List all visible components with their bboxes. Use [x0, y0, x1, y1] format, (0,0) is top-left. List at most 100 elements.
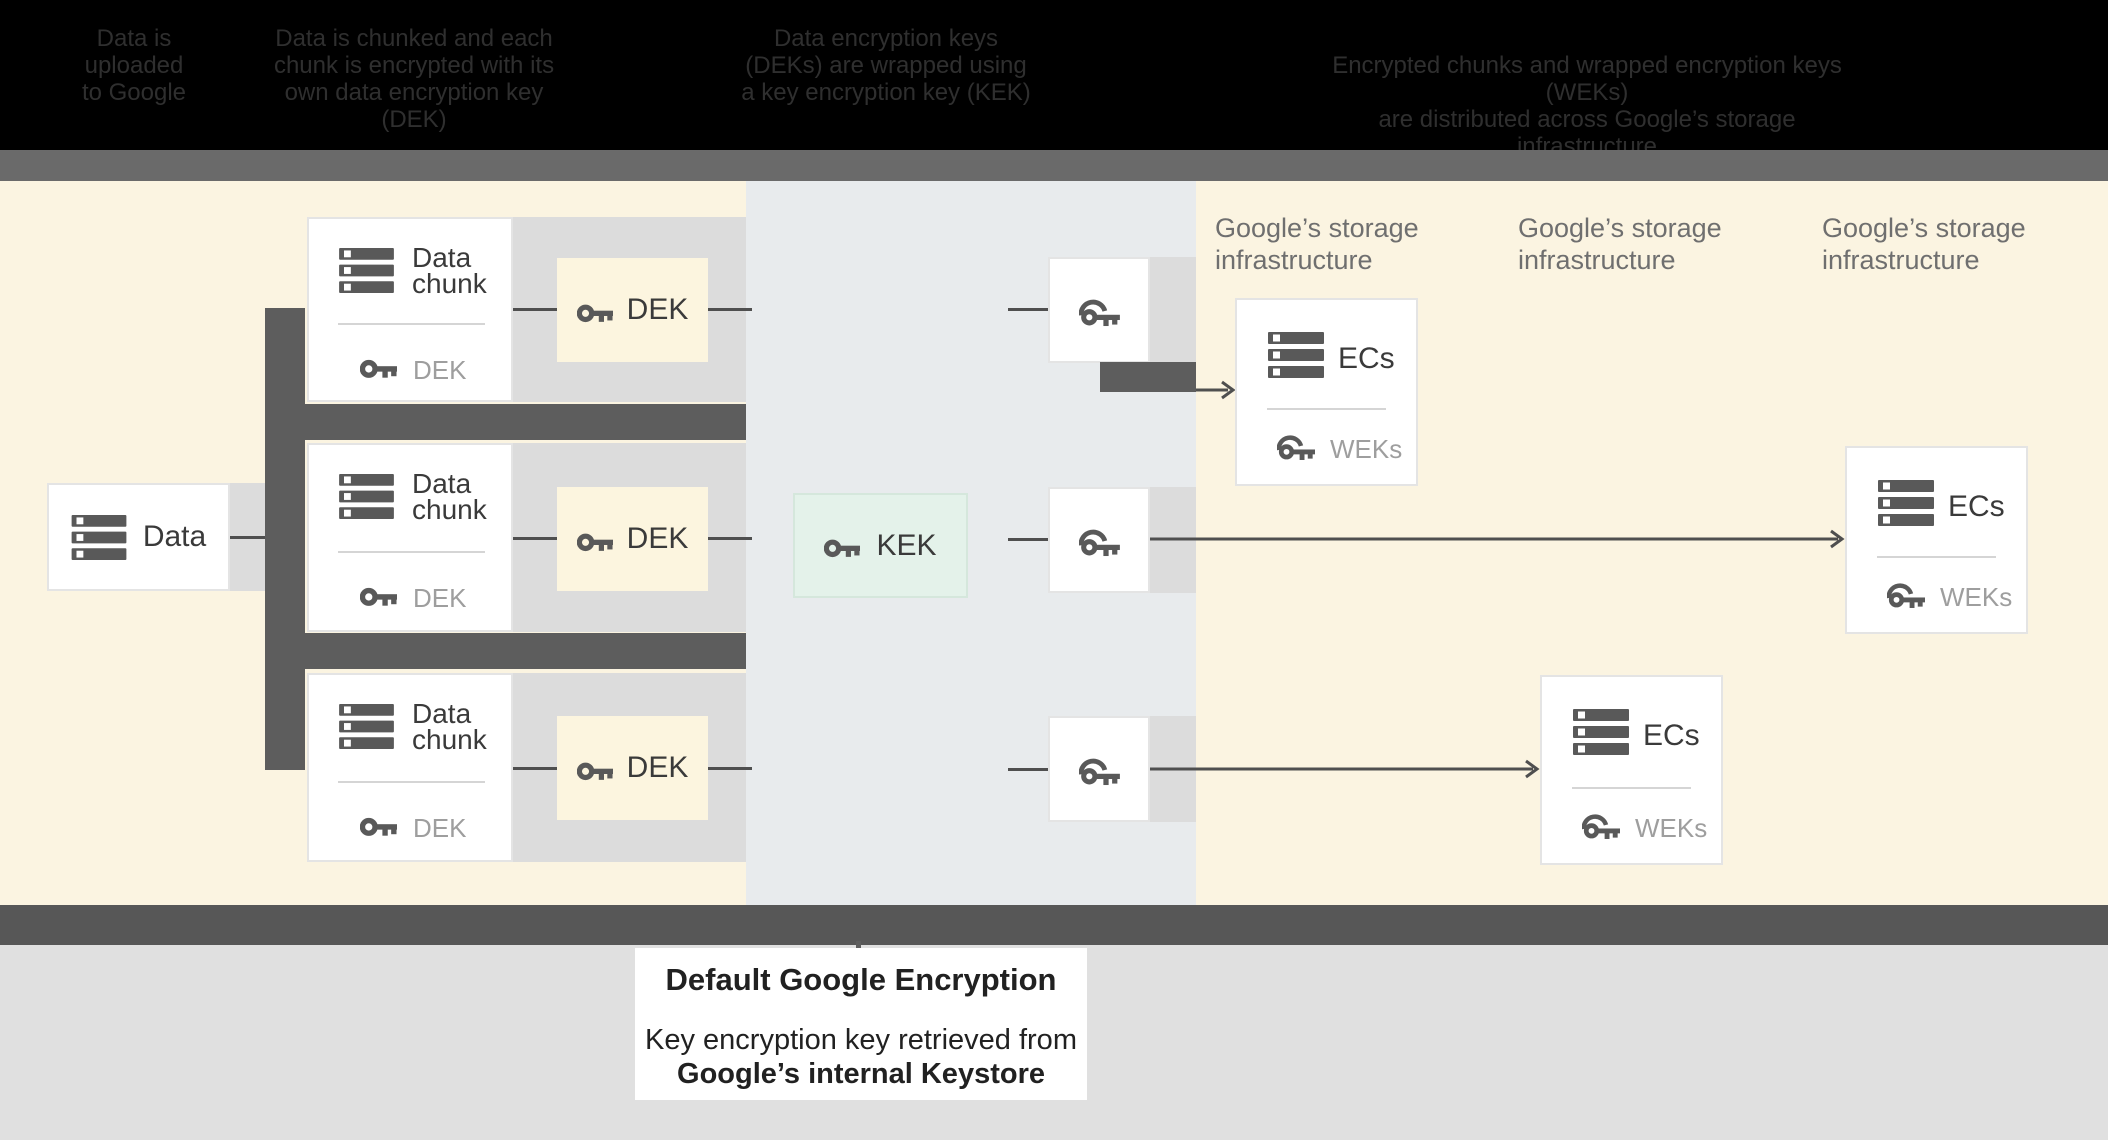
header-step-2-line2: chunk is encrypted with its	[273, 52, 555, 79]
chunk-divider	[338, 781, 485, 783]
split-spine-bar	[265, 308, 305, 770]
wrap-in-line-3	[1008, 768, 1048, 771]
wrapped-key-box-3	[1048, 716, 1150, 822]
ecs-title: ECs	[1643, 719, 1700, 752]
data-connector-line	[230, 536, 265, 539]
header-banner: Data is uploaded to Google Data is chunk…	[0, 0, 2108, 160]
chunk-title-line1: Data	[412, 242, 472, 273]
chunk-title-line1: Data	[412, 698, 472, 729]
chunk-dek-line-2	[513, 537, 557, 540]
storage-label-2: Google’s storage infrastructure	[1518, 212, 1722, 276]
row-separator-bar-1	[265, 404, 746, 440]
chunk-title: Data chunk	[412, 698, 487, 754]
ecs-title: ECs	[1338, 342, 1395, 375]
wrap-in-line-2	[1008, 538, 1048, 541]
chunk-title-line2: chunk	[412, 268, 487, 299]
data-chunk-box-2: Data chunk DEK	[307, 443, 513, 632]
arrow-to-ecs-3	[1150, 758, 1542, 785]
caption-line1: Key encryption key retrieved from	[645, 1024, 1077, 1056]
ecs-wek-label: WEKs	[1635, 813, 1708, 843]
caption-pointer-tick	[856, 941, 861, 950]
caption-title: Default Google Encryption	[665, 962, 1057, 997]
header-step-2: Data is chunked and each chunk is encryp…	[264, 25, 564, 133]
wrapped-key-box-1	[1048, 257, 1150, 363]
data-box-label: Data	[142, 520, 207, 553]
database-icon	[338, 248, 395, 293]
header-step-1: Data is uploaded to Google	[34, 25, 234, 106]
database-icon	[338, 704, 395, 749]
chunk-dek-line-3	[513, 767, 557, 770]
chunk-title: Data chunk	[412, 468, 487, 525]
top-frame-bar	[0, 150, 2108, 181]
key-icon	[824, 533, 860, 558]
ecs-divider	[1572, 787, 1691, 789]
dek-out-line-3	[708, 767, 752, 770]
kek-box-label: KEK	[876, 528, 937, 562]
wrap-box-tag-1	[1150, 257, 1196, 363]
wrap-out-bar-1	[1100, 362, 1196, 392]
wrapped-key-icon	[1277, 430, 1315, 461]
ecs-divider	[1267, 408, 1386, 410]
header-step-3-line1: Data encryption keys	[773, 25, 999, 52]
dek-box-label: DEK	[626, 293, 689, 326]
chunk-title-line1: Data	[412, 468, 472, 499]
wrapped-key-box-2	[1048, 487, 1150, 593]
kek-box: KEK	[793, 493, 968, 598]
ecs-wek-label: WEKs	[1940, 582, 2013, 612]
storage-label-line2: infrastructure	[1518, 245, 1676, 275]
key-icon	[360, 353, 397, 379]
chunk-dek-label: DEK	[413, 355, 467, 385]
data-chunk-box-3: Data chunk DEK	[307, 673, 513, 862]
dek-box-3: DEK	[557, 716, 708, 820]
arrow-to-ecs-1	[1196, 379, 1238, 406]
data-chunk-box-1: Data chunk DEK	[307, 217, 513, 402]
chunk-divider	[338, 323, 485, 325]
dek-box-label: DEK	[626, 522, 689, 555]
header-step-3-line3: a key encryption key (KEK)	[741, 79, 1031, 106]
header-step-1-line3: to Google	[81, 79, 187, 106]
header-step-3-line2: (DEKs) are wrapped using	[745, 52, 1027, 79]
chunk-dek-line-1	[513, 308, 557, 311]
ecs-divider	[1877, 556, 1996, 558]
wrapped-key-icon	[1079, 753, 1120, 786]
header-step-3: Data encryption keys (DEKs) are wrapped …	[736, 25, 1036, 106]
caption-box: Default Google Encryption Key encryption…	[635, 948, 1087, 1100]
wrapped-key-icon	[1582, 809, 1620, 840]
chunk-dek-label: DEK	[413, 813, 467, 843]
ecs-title: ECs	[1948, 490, 2005, 523]
chunk-title-line2: chunk	[412, 494, 487, 525]
database-icon	[338, 474, 395, 519]
dek-out-line-2	[708, 537, 752, 540]
dek-box-label: DEK	[626, 751, 689, 784]
wrapped-key-icon	[1079, 294, 1120, 327]
header-step-2-line3: own data encryption key (DEK)	[284, 79, 544, 133]
key-icon	[360, 811, 397, 837]
key-icon	[360, 581, 397, 607]
ecs-box-3: ECs WEKs	[1540, 675, 1723, 865]
key-icon	[577, 298, 613, 323]
dek-out-line-1	[708, 308, 752, 311]
row-separator-bar-2	[265, 633, 746, 669]
dek-box-2: DEK	[557, 487, 708, 591]
header-step-1-line1: Data is	[96, 25, 172, 52]
header-step-4-line2: are distributed across Google’s storage …	[1378, 106, 1796, 160]
header-step-1-line2: uploaded	[84, 52, 184, 79]
storage-label-line1: Google’s storage	[1822, 213, 2026, 243]
database-icon	[1268, 332, 1324, 378]
storage-label-line2: infrastructure	[1822, 245, 1980, 275]
dek-box-1: DEK	[557, 258, 708, 362]
ecs-box-2: ECs WEKs	[1845, 446, 2028, 634]
chunk-divider	[338, 551, 485, 553]
storage-label-1: Google’s storage infrastructure	[1215, 212, 1419, 276]
key-icon	[577, 527, 613, 552]
header-step-2-line1: Data is chunked and each	[275, 25, 553, 52]
chunk-dek-label: DEK	[413, 583, 467, 613]
storage-label-line1: Google’s storage	[1215, 213, 1419, 243]
arrow-to-ecs-2	[1150, 528, 1847, 555]
chunk-title: Data chunk	[412, 242, 487, 299]
storage-label-line1: Google’s storage	[1518, 213, 1722, 243]
wrapped-key-icon	[1887, 578, 1925, 609]
ecs-box-1: ECs WEKs	[1235, 298, 1418, 486]
database-icon	[71, 515, 127, 560]
